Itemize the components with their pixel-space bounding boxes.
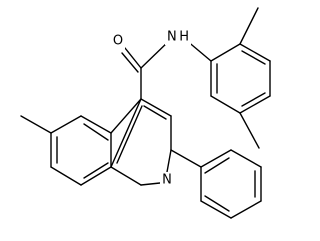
quinoline-c4-c3 xyxy=(140,98,172,117)
quinoline-methyl xyxy=(20,115,52,134)
phenyl-bond-5 xyxy=(200,200,232,219)
quinoline-c4a-c4 xyxy=(110,98,142,168)
bond-lines xyxy=(20,7,271,219)
xylyl-methyl-top xyxy=(239,7,259,45)
oxygen-label-background xyxy=(111,33,125,49)
quinoline-c7-c8 xyxy=(50,166,82,186)
amide-nh-label: N H xyxy=(167,30,189,45)
quinoline-n1-c8a xyxy=(140,182,161,186)
chemical-structure-diagram: O N H N xyxy=(20,7,271,219)
quinoline-c4a-c5-inner xyxy=(83,123,109,141)
carbonyl-double-bond-b xyxy=(121,52,139,73)
ring-nitrogen-label: N xyxy=(162,173,172,188)
quinoline-c8-c8a-inner xyxy=(83,162,109,179)
quinoline-c8-c8a xyxy=(80,166,112,186)
carbonyl-double-bond-a xyxy=(124,47,142,69)
xylyl-methyl-bottom xyxy=(239,112,260,149)
xylyl-bond-2-inner xyxy=(241,50,266,65)
phenyl-bond-1 xyxy=(200,149,232,168)
carbonyl-oxygen-label: O xyxy=(113,34,123,49)
phenyl-bond-2 xyxy=(230,149,262,168)
quinoline-c5-c6 xyxy=(50,115,82,134)
phenyl-bond-5-inner xyxy=(204,195,230,212)
xylyl-bond-1 xyxy=(210,43,241,62)
quinoline-c4a-c4-inner xyxy=(116,105,143,164)
xylyl-bond-4 xyxy=(239,95,271,114)
amide-nh-label-background xyxy=(165,29,191,45)
xylyl-bond-4-inner xyxy=(241,92,266,107)
phenyl-bond-1-inner xyxy=(204,157,230,174)
quinoline-c8a-c4a xyxy=(110,166,142,186)
c2-to-phenyl xyxy=(170,149,202,168)
structure-canvas: O N H N xyxy=(20,7,271,219)
xylyl-bond-2 xyxy=(239,43,271,62)
ring-nitrogen-label-background xyxy=(160,172,174,188)
quinoline-c4-c3-inner xyxy=(143,105,167,120)
quinoline-c4a-c5 xyxy=(80,115,112,134)
xylyl-bond-5 xyxy=(210,95,241,114)
atom-labels: O N H N xyxy=(111,29,191,188)
quinoline-c2-n1 xyxy=(166,149,172,173)
phenyl-bond-4 xyxy=(230,200,262,219)
quinoline-c4-to-fusion xyxy=(110,98,142,134)
